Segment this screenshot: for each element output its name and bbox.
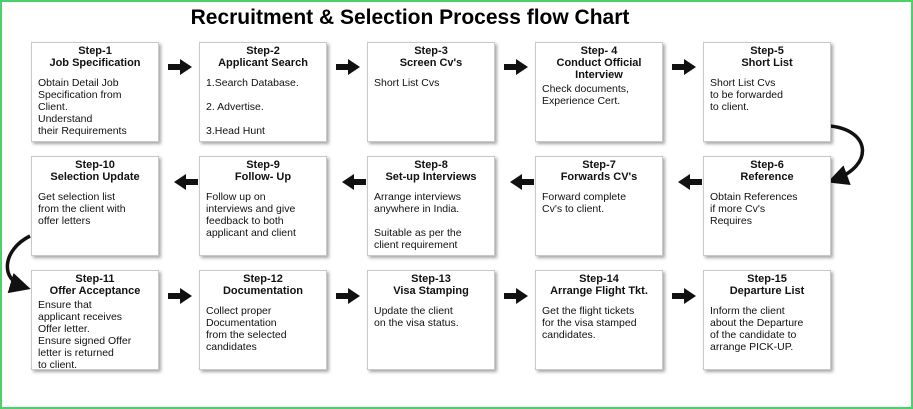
step-number: Step-12 — [243, 273, 283, 285]
step-title: Screen Cv's — [399, 57, 463, 69]
arrow-left-row2-1 — [174, 174, 198, 190]
step-description: Obtain Detail Job Specification from Cli… — [38, 77, 127, 137]
arrow-right-row1-1 — [168, 59, 192, 75]
chart-title: Recruitment & Selection Process flow Cha… — [190, 6, 630, 29]
arrow-right-row3-1 — [168, 288, 192, 304]
step-number: Step- 4 — [580, 45, 618, 57]
curve-arrow-10-to-11 — [5, 234, 31, 294]
step-description: Forward complete Cv's to client. — [542, 191, 627, 215]
arrow-right-row3-2 — [336, 288, 360, 304]
arrow-left-row2-2 — [342, 174, 366, 190]
step-description: Obtain References if more Cv's Requires — [710, 191, 798, 227]
step-description: Follow up on interviews and give feedbac… — [206, 191, 296, 239]
step-number: Step-1 — [78, 45, 112, 57]
step-description: Short List Cvs — [374, 77, 440, 89]
step-title: Selection Update — [50, 171, 140, 183]
step-title: Reference — [740, 171, 794, 183]
step-number: Step-8 — [414, 159, 448, 171]
step-number: Step-5 — [750, 45, 784, 57]
step-number: Step-3 — [414, 45, 448, 57]
arrow-left-row2-4 — [678, 174, 702, 190]
arrow-right-row1-2 — [336, 59, 360, 75]
step-title: Arrange Flight Tkt. — [550, 285, 648, 297]
step-description: Check documents, Experience Cert. — [542, 83, 629, 107]
step-title: Applicant Search — [218, 57, 308, 69]
step-number: Step-14 — [579, 273, 619, 285]
arrow-right-row3-4 — [672, 288, 696, 304]
step-title: Offer Acceptance — [49, 285, 141, 297]
step-number: Step-2 — [246, 45, 280, 57]
step-title: Set-up Interviews — [385, 171, 477, 183]
step-title: Conduct Official Interview — [556, 57, 642, 81]
step-description: 1.Search Database. 2. Advertise. 3.Head … — [206, 77, 299, 137]
step-title: Departure List — [729, 285, 805, 297]
step-number: Step-15 — [747, 273, 787, 285]
curve-arrow-5-to-6 — [827, 124, 865, 186]
step-number: Step-11 — [75, 273, 115, 285]
arrow-right-row1-3 — [504, 59, 528, 75]
step-number: Step-6 — [750, 159, 784, 171]
step-number: Step-10 — [75, 159, 115, 171]
step-title: Short List — [741, 57, 793, 69]
step-number: Step-9 — [246, 159, 280, 171]
step-description: Arrange interviews anywhere in India. Su… — [374, 191, 462, 251]
step-number: Step-7 — [582, 159, 616, 171]
step-description: Ensure that applicant receives Offer let… — [38, 299, 132, 371]
arrow-right-row3-3 — [504, 288, 528, 304]
step-description: Get selection list from the client with … — [38, 191, 126, 227]
step-title: Follow- Up — [234, 171, 292, 183]
step-description: Update the client on the visa status. — [374, 305, 459, 329]
step-description: Get the flight tickets for the visa stam… — [542, 305, 637, 341]
step-description: Short List Cvs to be forwarded to client… — [710, 77, 783, 113]
step-title: Documentation — [222, 285, 304, 297]
step-description: Collect proper Documentation from the se… — [206, 305, 287, 353]
step-title: Visa Stamping — [393, 285, 469, 297]
step-title: Job Specification — [49, 57, 141, 69]
arrow-right-row1-4 — [672, 59, 696, 75]
step-number: Step-13 — [411, 273, 451, 285]
step-title: Forwards CV's — [560, 171, 638, 183]
step-description: Inform the client about the Departure of… — [710, 305, 804, 353]
arrow-left-row2-3 — [510, 174, 534, 190]
